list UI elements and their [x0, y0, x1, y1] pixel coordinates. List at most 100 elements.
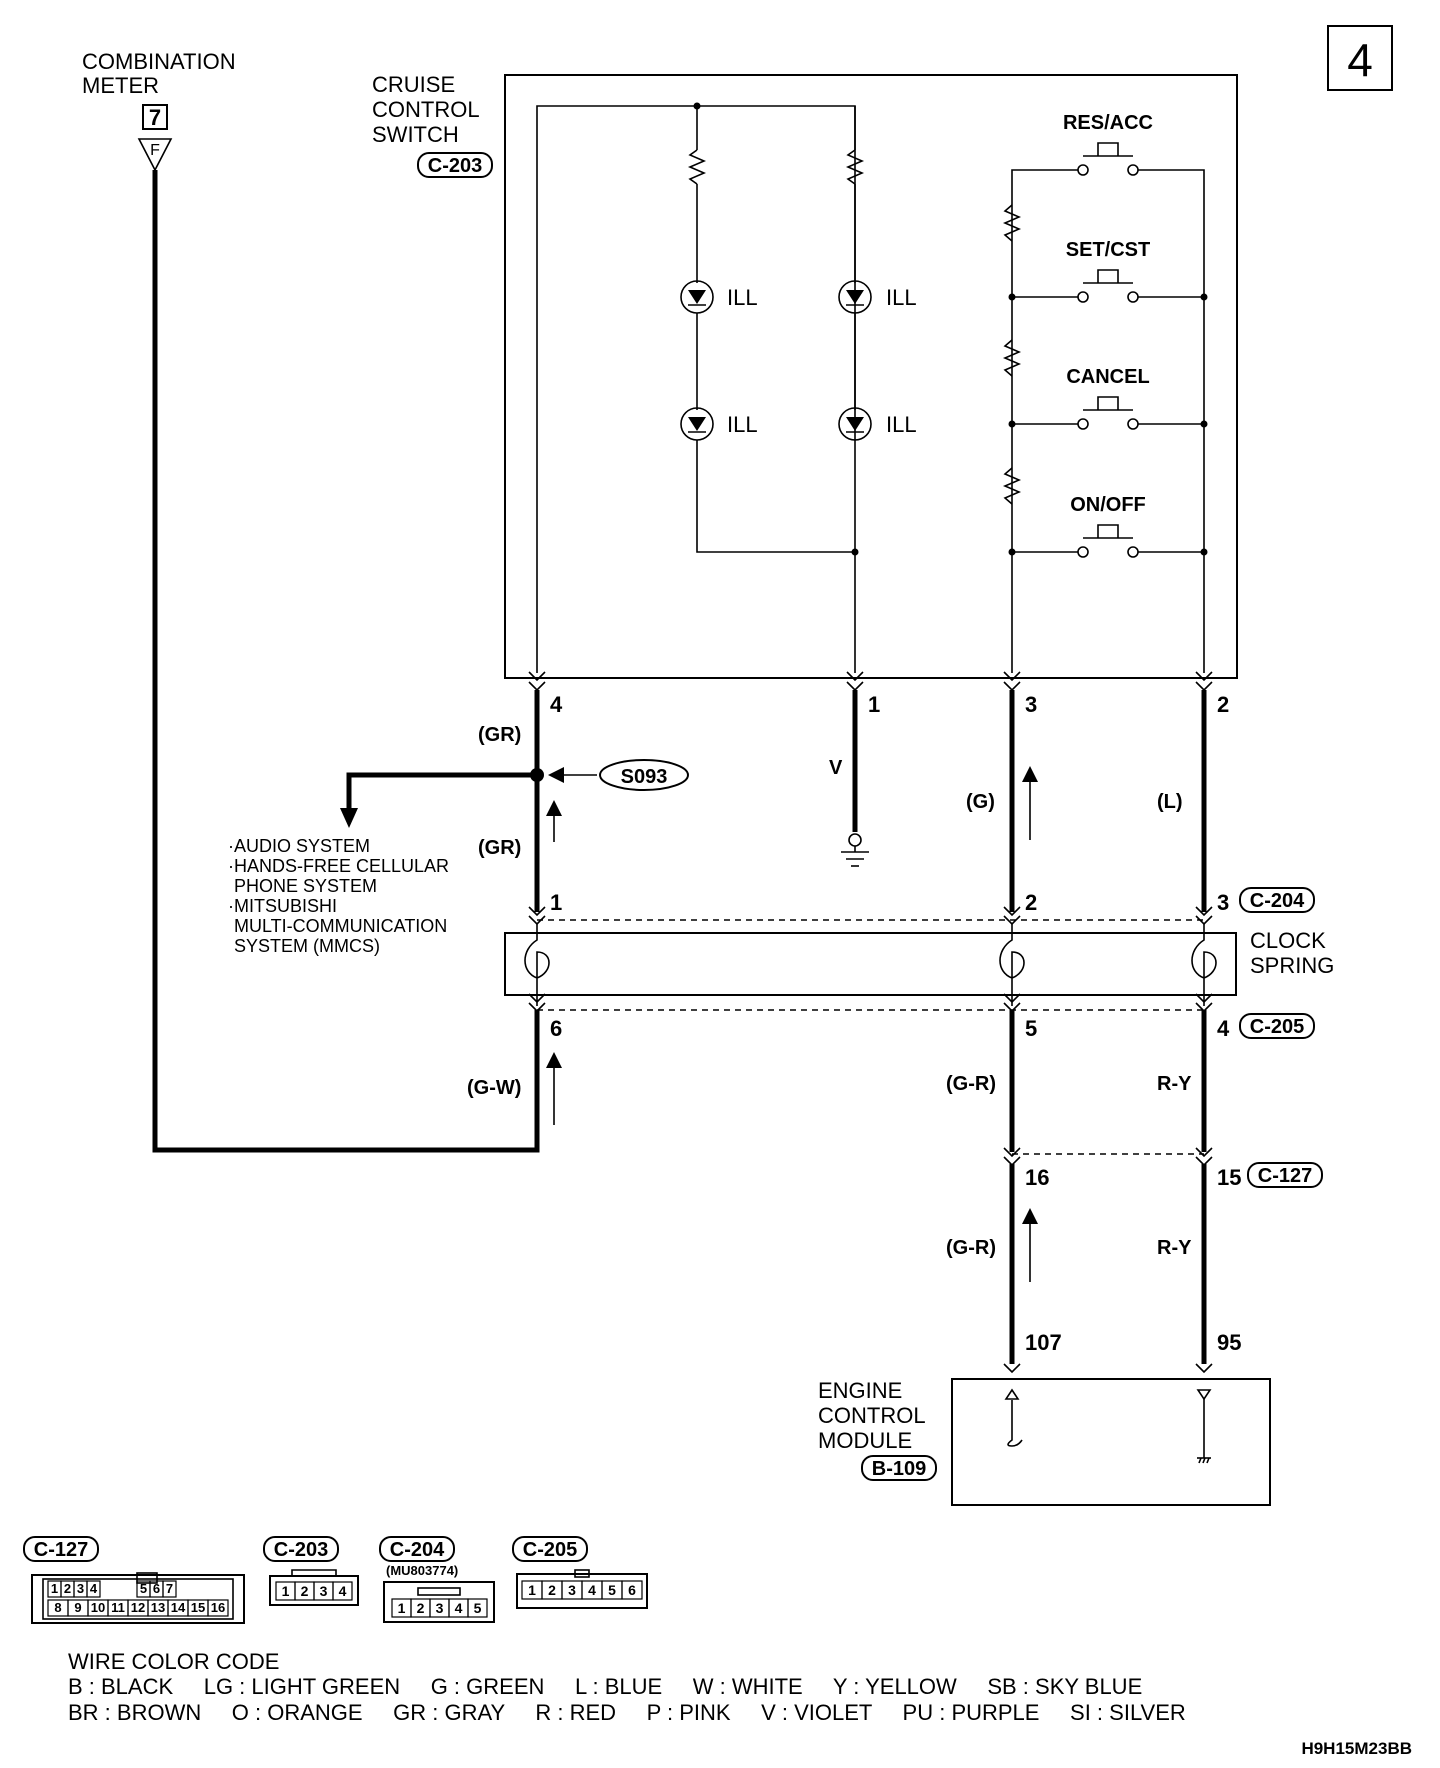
wire-label-gw: (G-W)	[467, 1077, 521, 1099]
clock-spring-lower-pin: 5	[1025, 1016, 1037, 1041]
connector-pin-cell	[332, 1581, 353, 1601]
combination-meter-pin-box	[142, 104, 168, 130]
clock-spring-upper-pin: 2	[1025, 890, 1037, 915]
connector-pin-number: 4	[588, 1582, 596, 1598]
clock-spring-lower-chevrons	[528, 993, 1213, 1013]
switch-label-cancel: CANCEL	[1066, 366, 1149, 388]
color-code-line-1: B : BLACK LG : LIGHT GREEN G : GREEN L :…	[68, 1674, 1142, 1699]
connector-pin-number: 2	[64, 1581, 71, 1596]
connector-pin-number: 3	[568, 1582, 576, 1598]
c127-label: C-127	[1258, 1165, 1312, 1187]
branch-system-line: PHONE SYSTEM	[234, 876, 377, 896]
resistor-icon	[687, 149, 707, 185]
connector-pin-number: 3	[436, 1600, 444, 1616]
combination-meter-title-2: METER	[82, 73, 159, 98]
wire-label-gr-red-upper: (G-R)	[946, 1073, 996, 1095]
figure-code: H9H15M23BB	[1301, 1739, 1412, 1758]
connector-pin-number: 4	[90, 1581, 98, 1596]
led-label: ILL	[886, 285, 917, 310]
illumination-bus	[536, 105, 856, 673]
ecm-box	[951, 1378, 1271, 1506]
connector-pin-number: 15	[191, 1600, 205, 1615]
connector-pin-number: 6	[153, 1581, 160, 1596]
wire-label-blue: (L)	[1157, 791, 1183, 813]
ecm-pin: 107	[1025, 1330, 1062, 1355]
branch-system-line: ·AUDIO SYSTEM	[228, 836, 370, 856]
splice-label: S093	[621, 766, 668, 788]
led-icon	[838, 407, 872, 441]
cruise-switch-connector-badge	[417, 152, 493, 178]
color-code-line-2: BR : BROWN O : ORANGE GR : GRAY R : RED …	[68, 1700, 1186, 1725]
connector-pin-cell	[467, 1598, 488, 1618]
connector-pin-number: 2	[548, 1582, 556, 1598]
led-icon	[680, 407, 714, 441]
combination-meter-pin: 7	[149, 105, 161, 130]
connector-pin-number: 8	[54, 1600, 61, 1615]
c127-chevrons	[1003, 1147, 1213, 1167]
led-icon	[680, 280, 714, 314]
switch-label-res-acc: RES/ACC	[1063, 112, 1153, 134]
res-acc-switch	[1077, 142, 1139, 176]
branch-system-line: SYSTEM (MMCS)	[234, 936, 380, 956]
branch-system-line: ·HANDS-FREE CELLULAR	[228, 856, 449, 876]
c127-badge	[1247, 1162, 1323, 1188]
wire-label-gr-lower: (GR)	[478, 837, 521, 859]
connector-pin-number: 11	[111, 1600, 125, 1615]
switch-ladder-right	[1138, 169, 1205, 673]
connector-pin-number: 16	[211, 1600, 225, 1615]
combination-meter-terminal-letter: F	[150, 142, 160, 159]
led-label: ILL	[727, 412, 758, 437]
clock-spring-coil-icon	[524, 924, 550, 1006]
c127-pin: 16	[1025, 1165, 1049, 1190]
connector-pin-number: 2	[417, 1600, 425, 1616]
page-number: 4	[1347, 34, 1373, 86]
c205-label: C-205	[1250, 1016, 1304, 1038]
switch-label-on-off: ON/OFF	[1070, 494, 1146, 516]
face-c204-badge	[379, 1536, 455, 1562]
face-c127-latch	[136, 1572, 158, 1584]
ground-icon	[841, 833, 869, 867]
terminal-chevrons	[528, 671, 1213, 692]
clock-spring-coil-icon	[999, 924, 1025, 1006]
connector-pin-number: 2	[301, 1583, 309, 1599]
led-label: ILL	[886, 412, 917, 437]
clock-spring-title-1: CLOCK	[1250, 928, 1326, 953]
set-cst-switch	[1012, 269, 1204, 303]
face-c127-badge	[23, 1536, 99, 1562]
connector-pin-number: 6	[628, 1582, 636, 1598]
led-label: ILL	[727, 285, 758, 310]
face-c204-housing	[383, 1581, 495, 1623]
switch-pin: 3	[1025, 692, 1037, 717]
clock-spring-title-2: SPRING	[1250, 953, 1334, 978]
ecm-connector: B-109	[872, 1458, 926, 1480]
wire-label-ry-upper: R-Y	[1157, 1073, 1192, 1095]
face-c204-part-no: (MU803774)	[386, 1563, 458, 1578]
switch-pin: 4	[550, 692, 563, 717]
switch-label-set-cst: SET/CST	[1066, 239, 1150, 261]
clock-spring-lower-pin: 4	[1217, 1016, 1230, 1041]
connector-pin-number: 10	[91, 1600, 105, 1615]
wire-label-gr-red-lower: (G-R)	[946, 1237, 996, 1259]
ecm-title-2: CONTROL	[818, 1403, 926, 1428]
branch-system-line: ·MITSUBISHI	[228, 896, 337, 916]
clock-spring-coil-icon	[1191, 924, 1217, 1006]
ecm-title-3: MODULE	[818, 1428, 912, 1453]
combination-meter-terminal-icon	[137, 138, 173, 172]
clock-spring-upper-chevrons	[528, 906, 1213, 926]
clock-spring-box	[504, 932, 1237, 996]
ecm-output-icon	[1196, 1389, 1212, 1401]
cancel-switch	[1012, 396, 1204, 430]
switch-pin: 1	[868, 692, 880, 717]
resistor-icon	[1002, 339, 1022, 377]
connector-pin-number: 5	[608, 1582, 616, 1598]
face-c205-label: C-205	[523, 1539, 577, 1561]
branch-arrow-icon	[340, 808, 358, 828]
color-code-title: WIRE COLOR CODE	[68, 1649, 279, 1674]
ecm-pin: 95	[1217, 1330, 1241, 1355]
clock-spring-upper-pin: 1	[550, 890, 562, 915]
connector-pin-cell	[86, 1580, 101, 1598]
